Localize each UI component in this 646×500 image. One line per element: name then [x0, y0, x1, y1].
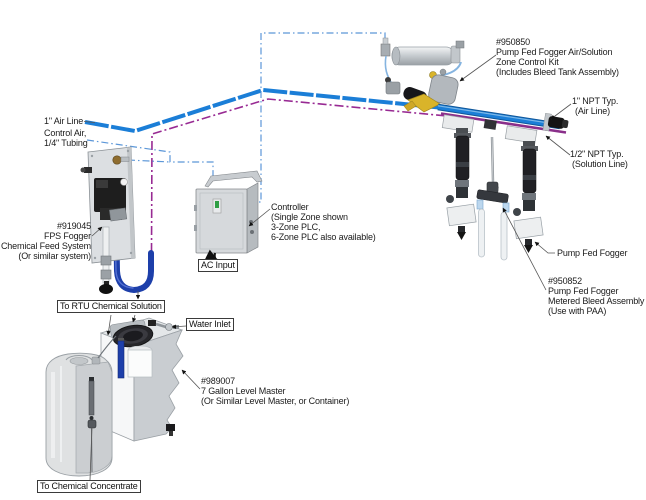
- suction-strainer: [87, 419, 97, 429]
- bleed-tube-right: [500, 211, 508, 261]
- bleed-tube-left: [478, 208, 485, 258]
- tank-part-number: #989007: [201, 376, 235, 386]
- label-control-air: Control Air, 1/4" Tubing: [44, 128, 88, 148]
- tank-drain-fitting: [166, 424, 175, 431]
- fps-air-port: [112, 155, 122, 165]
- hose-coupler: [109, 207, 128, 222]
- bleed-tee: [476, 189, 509, 204]
- fogger-pump-cylinder: [522, 148, 537, 194]
- label-to-chemical-concentrate: To Chemical Concentrate: [37, 480, 141, 493]
- kit-yellow-valve: [407, 93, 441, 113]
- control-air-tubing: [86, 32, 386, 203]
- controller-led: [215, 201, 219, 208]
- label-level-master: #989007 7 Gallon Level Master (Or Simila…: [201, 376, 350, 406]
- pump-fed-fogger-left: [446, 128, 477, 240]
- label-ac-input: AC Input: [198, 259, 238, 272]
- label-water-inlet: Water Inlet: [186, 318, 234, 331]
- kit-canister: [428, 74, 459, 105]
- label-npt-air: 1" NPT Typ. (Air Line): [572, 96, 619, 116]
- kit-elbow: [385, 81, 401, 95]
- label-fps-fogger: #919045 FPS Fogger Chemical Feed System …: [0, 221, 91, 261]
- zone-manifold: [437, 103, 569, 144]
- solution-hose: [113, 213, 154, 294]
- controller-unit: [194, 170, 263, 261]
- tank-float: [127, 349, 153, 378]
- fogger-pump-cylinder: [455, 135, 470, 181]
- label-bleed-assembly: #950852 Pump Fed Fogger Metered Bleed As…: [548, 276, 645, 316]
- fps-side-fitting: [84, 167, 92, 173]
- fogger-body-box: [446, 203, 477, 227]
- container-handle: [69, 357, 89, 365]
- concentrate-suction-line: [97, 335, 117, 359]
- fogger-nozzle: [457, 232, 466, 240]
- air-line-text: 1" Air Line: [44, 116, 84, 126]
- label-pump-fed-fogger: Pump Fed Fogger: [557, 248, 628, 258]
- fogger-body-box: [513, 216, 544, 240]
- air-supply-line: [84, 88, 445, 133]
- controller-enclosure: [195, 188, 248, 254]
- pump-fed-fogger-right: [513, 141, 544, 253]
- tank-blue-tube: [117, 340, 125, 379]
- fogger-nozzle: [524, 245, 533, 253]
- suction-tube: [88, 380, 95, 416]
- metered-bleed-assembly: [476, 136, 510, 261]
- concentrate-container: [45, 335, 117, 477]
- kit-part-number: #950850: [496, 37, 530, 47]
- label-to-rtu: To RTU Chemical Solution: [57, 300, 165, 313]
- container-cutaway: [75, 361, 113, 474]
- label-zone-control-kit: #950850 Pump Fed Fogger Air/Solution Zon…: [496, 37, 619, 77]
- fps-part-number: #919045: [57, 221, 91, 231]
- fogger-mount-right: [504, 125, 538, 144]
- bleed-part-number: #950852: [548, 276, 582, 286]
- zone-control-kit: [380, 37, 465, 113]
- fps-fogger-unit: [80, 146, 136, 294]
- bleed-tank-cylinder: [391, 46, 455, 66]
- label-air-line: 1" Air Line: [44, 116, 83, 126]
- manifold-end-fitting: [547, 116, 565, 129]
- solution-line-dashdot: [150, 98, 448, 253]
- level-master-tank: [99, 317, 184, 442]
- leader-lines: [83, 54, 572, 481]
- fps-foot-valve: [99, 284, 113, 294]
- controller-bracket: [204, 170, 263, 188]
- label-npt-solution: 1/2" NPT Typ. (Solution Line): [570, 149, 628, 169]
- bleed-tap-fitting: [483, 119, 497, 130]
- manifold-air-pipe: [437, 104, 561, 129]
- label-controller: Controller (Single Zone shown 3-Zone PLC…: [271, 202, 376, 242]
